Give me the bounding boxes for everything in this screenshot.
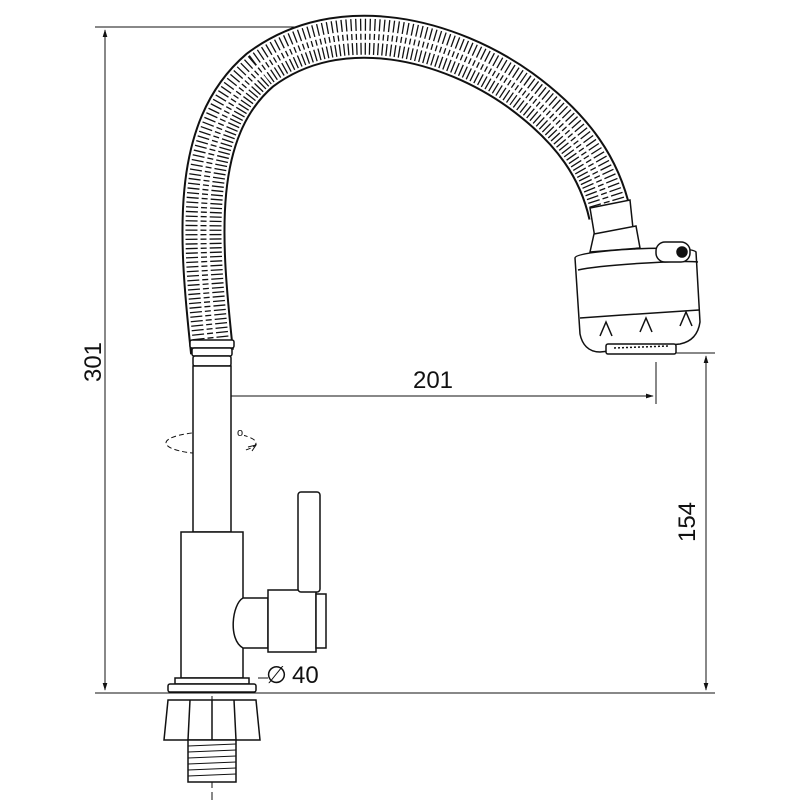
- threaded-shank: [187, 739, 237, 783]
- total-height-label: 301: [80, 342, 107, 382]
- faucet-body: [167, 365, 257, 693]
- dimension-lines: [95, 26, 715, 694]
- diameter-symbol: ∅: [266, 662, 287, 689]
- diameter-label: 40: [292, 662, 319, 689]
- hose-coupling: [189, 339, 235, 367]
- spray-head-band: [577, 260, 699, 271]
- handle-neck: [232, 597, 269, 649]
- spray-outlet: [605, 343, 677, 355]
- rotation-degree-mark: o: [237, 427, 243, 439]
- bottom-fitting: [163, 699, 261, 783]
- lever-handle: [232, 491, 327, 653]
- riser-tube: [192, 365, 232, 533]
- reach-label: 201: [413, 367, 453, 394]
- base-ring-top: [174, 677, 250, 685]
- body-cylinder: [180, 531, 244, 679]
- handle-cap: [315, 593, 327, 649]
- outlet-height-label: 154: [674, 502, 701, 542]
- center-lines: [211, 230, 629, 800]
- handle-hub: [267, 589, 317, 653]
- spray-head-body: [574, 247, 701, 353]
- handle-lever: [297, 491, 321, 593]
- base-ring: [167, 683, 257, 693]
- flexible-hose: [181, 14, 632, 355]
- spray-head: [574, 199, 701, 355]
